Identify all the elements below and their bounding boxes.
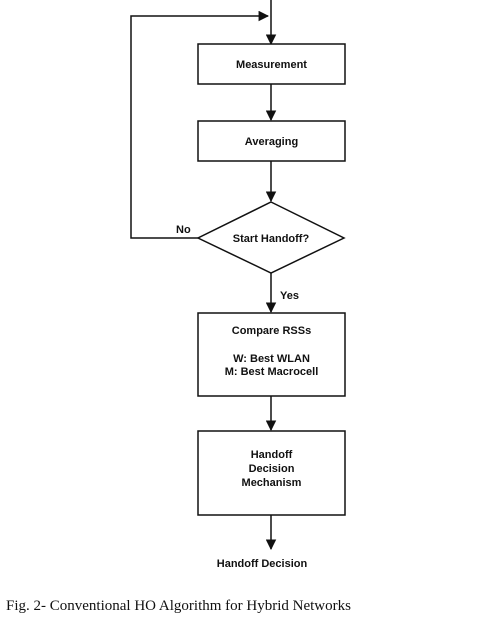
- decision-mechanism-box: [197, 430, 346, 516]
- compare-rss-title: Compare RSSs: [232, 325, 311, 337]
- compare-rss-line-macrocell: M: Best Macrocell: [225, 366, 319, 378]
- measurement-label: Measurement: [236, 59, 307, 71]
- compare-rss-box: [197, 312, 346, 397]
- start-handoff-label: Start Handoff?: [233, 233, 310, 245]
- no-loop-line: [130, 10, 270, 239]
- averaging-label: Averaging: [245, 136, 298, 148]
- handoff-decision-output: Handoff Decision: [217, 558, 308, 570]
- decision-mechanism-line1: Handoff: [251, 449, 293, 461]
- compare-rss-line-wlan: W: Best WLAN: [233, 353, 310, 365]
- yes-label: Yes: [280, 290, 299, 302]
- no-label: No: [176, 224, 191, 236]
- averaging-box: [197, 120, 346, 162]
- decision-mechanism-line2: Decision: [249, 463, 295, 475]
- decision-mechanism-line3: Mechanism: [242, 477, 302, 489]
- figure-caption: Fig. 2- Conventional HO Algorithm for Hy…: [6, 598, 351, 614]
